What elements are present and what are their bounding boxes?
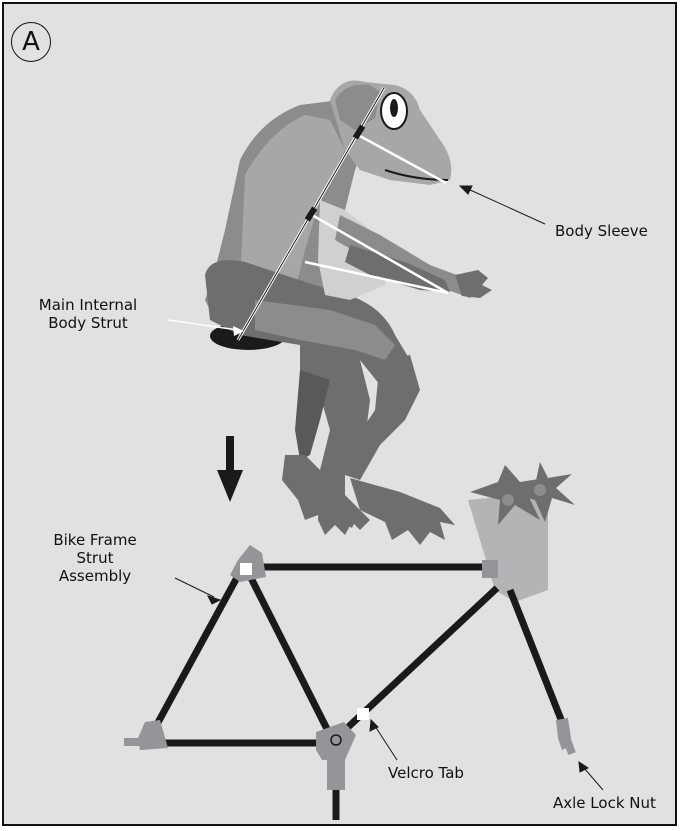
fork [510, 590, 562, 722]
velcro-tab-top [240, 563, 252, 575]
rear-axle-joint [138, 720, 168, 750]
label-main-strut-line2: Body Strut [28, 314, 148, 332]
rear-axle-stub [124, 738, 142, 746]
body-sleeve-arrowhead [460, 186, 472, 194]
bike-frame [155, 567, 562, 820]
panel-badge: A [11, 22, 51, 62]
seat-stay [155, 572, 240, 728]
frog-near-foot [350, 478, 455, 545]
bike-frame-arrowhead [208, 596, 220, 604]
velcro-tab-bottom [357, 708, 369, 720]
flower-center-left [502, 494, 514, 506]
axle-lock-nut-shape [564, 741, 576, 755]
label-body-sleeve: Body Sleeve [555, 222, 648, 240]
flower-center-right [534, 484, 546, 496]
down-arrow-icon [217, 436, 243, 502]
seat-tube [248, 572, 330, 735]
bottom-bracket-post [327, 750, 345, 790]
frog-pupil [390, 99, 398, 117]
label-velcro-tab: Velcro Tab [388, 764, 464, 782]
label-bike-frame-line1: Bike Frame [40, 531, 150, 549]
label-axle-lock-nut: Axle Lock Nut [553, 794, 656, 812]
frog-figure [205, 80, 492, 545]
label-bike-frame-line2: Strut [40, 549, 150, 567]
label-main-strut-line1: Main Internal [28, 296, 148, 314]
frog-near-shin [295, 370, 330, 460]
label-bike-frame-line3: Assembly [40, 567, 150, 585]
head-joint [482, 560, 498, 578]
flower-pot [468, 462, 575, 602]
